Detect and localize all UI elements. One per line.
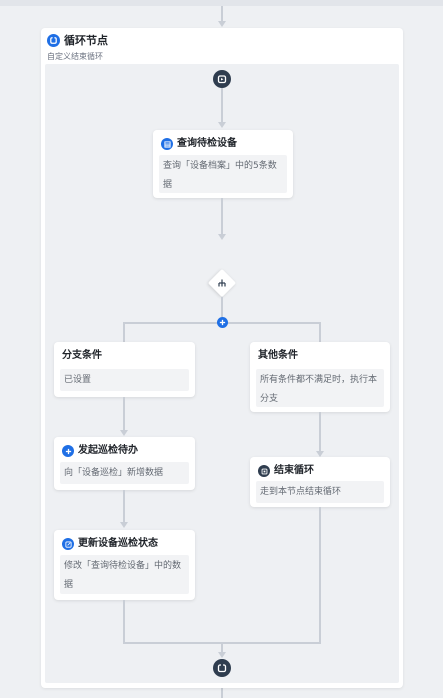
connector-branch-task bbox=[123, 397, 125, 431]
start-task-title: 发起巡检待办 bbox=[62, 444, 138, 458]
edit-icon bbox=[62, 538, 74, 550]
update-status-title-text: 更新设备巡检状态 bbox=[78, 538, 158, 549]
branch-condition-card[interactable]: 分支条件 已设置 bbox=[54, 342, 195, 397]
add-circle-icon bbox=[62, 445, 74, 457]
loop-end-icon bbox=[217, 664, 227, 673]
end-loop-body: 走到本节点结束循环 bbox=[256, 481, 384, 503]
other-condition-body: 所有条件都不满足时，执行本分支 bbox=[256, 369, 384, 407]
arrow-merge-end bbox=[218, 652, 226, 658]
branch-icon bbox=[215, 276, 229, 290]
end-loop-title: 结束循环 bbox=[258, 464, 314, 478]
plus-icon bbox=[219, 319, 226, 326]
query-node-title: 查询待检设备 bbox=[161, 137, 237, 151]
query-node-card[interactable]: 查询待检设备 查询「设备档案」中的5条数据 bbox=[153, 130, 293, 198]
other-condition-card[interactable]: 其他条件 所有条件都不满足时，执行本分支 bbox=[250, 342, 390, 412]
query-node-body: 查询「设备档案」中的5条数据 bbox=[159, 155, 287, 193]
connector-out bbox=[221, 688, 223, 698]
connector-left-merge bbox=[123, 600, 125, 643]
stop-icon bbox=[258, 465, 270, 477]
arrow-start-query bbox=[218, 122, 226, 128]
update-status-card[interactable]: 更新设备巡检状态 修改「查询待检设备」中的数据 bbox=[54, 530, 195, 600]
start-task-card[interactable]: 发起巡检待办 向「设备巡检」新增数据 bbox=[54, 437, 195, 490]
arrow-task-update bbox=[120, 522, 128, 528]
loop-start-node[interactable] bbox=[213, 70, 231, 88]
loop-node[interactable]: 循环节点 自定义结束循环 bbox=[41, 28, 403, 688]
connector-task-update bbox=[123, 490, 125, 523]
other-condition-title: 其他条件 bbox=[258, 350, 298, 361]
connector-branch-plus bbox=[221, 297, 223, 317]
branch-condition-title: 分支条件 bbox=[62, 350, 102, 361]
end-loop-card[interactable]: 结束循环 走到本节点结束循环 bbox=[250, 457, 390, 507]
arrow-query-branch bbox=[218, 234, 226, 240]
connector-start-query bbox=[221, 88, 223, 122]
table-icon bbox=[161, 138, 173, 150]
end-loop-title-text: 结束循环 bbox=[274, 465, 314, 476]
add-branch-button[interactable] bbox=[217, 317, 228, 328]
loop-icon bbox=[47, 34, 60, 47]
arrow-other-end bbox=[316, 451, 324, 457]
connector-left-branch bbox=[123, 322, 125, 342]
start-task-body: 向「设备巡检」新增数据 bbox=[60, 462, 189, 484]
loop-start-icon bbox=[217, 75, 227, 84]
update-status-body: 修改「查询待检设备」中的数据 bbox=[60, 555, 189, 594]
loop-end-node[interactable] bbox=[213, 659, 231, 677]
arrow-branch-task bbox=[120, 430, 128, 436]
loop-subtitle: 自定义结束循环 bbox=[47, 52, 103, 61]
connector-merge-end bbox=[221, 642, 223, 654]
loop-title: 循环节点 bbox=[64, 34, 108, 47]
branch-condition-body: 已设置 bbox=[60, 369, 189, 391]
connector-right-branch bbox=[319, 322, 321, 342]
connector-query-branch bbox=[221, 198, 223, 236]
connector-other-end bbox=[319, 412, 321, 452]
loop-body: 查询待检设备 查询「设备档案」中的5条数据 bbox=[45, 64, 399, 683]
top-bar bbox=[0, 0, 443, 6]
start-task-title-text: 发起巡检待办 bbox=[78, 445, 138, 456]
query-node-title-text: 查询待检设备 bbox=[177, 138, 237, 149]
arrow-in bbox=[218, 21, 226, 27]
connector-right-merge bbox=[319, 507, 321, 643]
update-status-title: 更新设备巡检状态 bbox=[62, 537, 158, 551]
connector-in bbox=[221, 6, 223, 22]
